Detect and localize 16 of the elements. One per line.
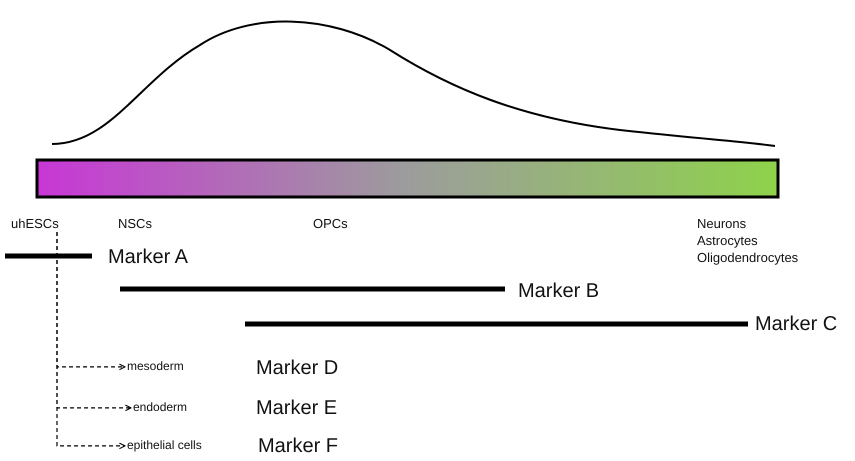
cell-type-label: Astrocytes	[697, 234, 758, 249]
cell-type-label: uhESCs	[11, 217, 59, 232]
cell-type-label: Oligodendrocytes	[697, 251, 798, 266]
cell-type-label: Neurons	[697, 217, 746, 232]
marker-label: Marker C	[755, 313, 838, 336]
marker-label: Marker E	[256, 397, 338, 420]
cell-type-label: epithelial cells	[127, 439, 202, 453]
marker-label: Marker D	[256, 357, 338, 380]
cell-type-label: endoderm	[133, 401, 188, 415]
marker-label: Marker A	[108, 246, 188, 269]
marker-label: Marker F	[258, 435, 338, 458]
cell-type-label: OPCs	[313, 217, 348, 232]
cell-type-label: NSCs	[118, 217, 152, 232]
cell-type-label: mesoderm	[127, 360, 184, 374]
marker-label: Marker B	[518, 280, 600, 303]
dashed-arrow	[56, 232, 126, 450]
